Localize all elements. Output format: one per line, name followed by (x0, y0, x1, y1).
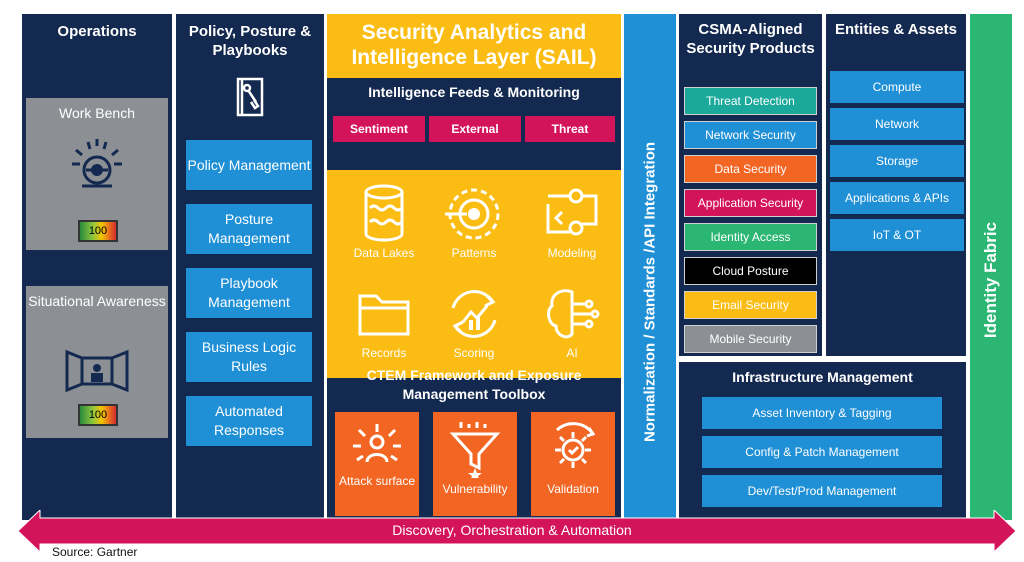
product-data-security[interactable]: Data Security (684, 155, 817, 183)
intelligence-feeds-title: Intelligence Feeds & Monitoring (368, 84, 580, 100)
source-caption: Source: Gartner (52, 545, 138, 559)
product-application-security[interactable]: Application Security (684, 189, 817, 217)
policy-title: Policy, Posture & Playbooks (188, 23, 312, 59)
entity-iot-ot[interactable]: IoT & OT (830, 219, 964, 251)
brain-circuit-icon (547, 289, 600, 339)
entities-column: Entities & Assets Compute Network Storag… (826, 14, 966, 356)
product-identity-access[interactable]: Identity Access (684, 223, 817, 251)
policy-column: Policy, Posture & Playbooks Policy Manag… (176, 14, 324, 520)
discovery-label: Discovery, Orchestration & Automation (392, 522, 632, 538)
posture-management-button[interactable]: Posture Management (186, 204, 312, 254)
product-network-security[interactable]: Network Security (684, 121, 817, 149)
workbench-icon (72, 139, 122, 188)
identity-fabric-column: Identity Fabric (970, 14, 1012, 520)
sail-title: Security Analytics and Intelligence Laye… (327, 14, 621, 78)
entity-network[interactable]: Network (830, 108, 964, 140)
core-patterns-label: Patterns (451, 246, 497, 260)
scoring-icon (451, 290, 497, 338)
situational-awareness-label: Situational Awareness (28, 293, 166, 309)
normalization-column: Normalization / Standards /API Integrati… (624, 14, 676, 520)
ctem-validation[interactable]: Validation (531, 412, 615, 516)
patterns-icon (445, 188, 500, 240)
product-email-security[interactable]: Email Security (684, 291, 817, 319)
ctem-attack-surface-label: Attack surface (338, 474, 416, 488)
entity-compute[interactable]: Compute (830, 71, 964, 103)
workbench-score-badge: 100 (78, 220, 118, 242)
modeling-icon (546, 188, 598, 236)
product-cloud-posture[interactable]: Cloud Posture (684, 257, 817, 285)
policy-management-button[interactable]: Policy Management (186, 140, 312, 190)
workbench-panel[interactable]: Work Bench 100 (26, 98, 168, 250)
situational-awareness-panel[interactable]: Situational Awareness 100 (26, 286, 168, 438)
core-records[interactable]: Records (339, 284, 429, 360)
ctem-title: CTEM Framework and Exposure Management T… (366, 367, 582, 402)
playbook-icon (236, 77, 264, 117)
csma-title: CSMA-Aligned Security Products (686, 21, 815, 57)
gear-check-icon (555, 422, 596, 468)
feed-sentiment[interactable]: Sentiment (333, 116, 425, 142)
entities-title: Entities & Assets (835, 21, 957, 38)
operations-title: Operations (57, 23, 137, 40)
dev-test-prod-button[interactable]: Dev/Test/Prod Management (702, 475, 942, 507)
core-ai[interactable]: AI (527, 284, 617, 360)
sail-core-panel: Data Lakes Patterns (327, 170, 621, 378)
feed-threat[interactable]: Threat (525, 116, 615, 142)
core-scoring[interactable]: Scoring (429, 284, 519, 360)
automated-responses-button[interactable]: Automated Responses (186, 396, 312, 446)
product-mobile-security[interactable]: Mobile Security (684, 325, 817, 353)
surveillance-room-icon (65, 349, 129, 393)
core-data-lakes-label: Data Lakes (353, 246, 415, 260)
workbench-label: Work Bench (59, 105, 135, 121)
folder-icon (358, 294, 410, 336)
core-modeling-label: Modeling (547, 246, 597, 260)
core-scoring-label: Scoring (453, 346, 495, 360)
entity-storage[interactable]: Storage (830, 145, 964, 177)
core-ai-label: AI (566, 346, 578, 360)
config-patch-button[interactable]: Config & Patch Management (702, 436, 942, 468)
situational-awareness-score-badge: 100 (78, 404, 118, 426)
identity-fabric-label: Identity Fabric (981, 221, 1000, 339)
ctem-vulnerability-label: Vulnerability (442, 482, 508, 496)
funnel-icon (449, 422, 501, 478)
discovery-double-arrow (18, 510, 1016, 552)
infrastructure-column: Infrastructure Management Asset Inventor… (679, 362, 966, 520)
asset-inventory-button[interactable]: Asset Inventory & Tagging (702, 397, 942, 429)
ctem-attack-surface[interactable]: Attack surface (335, 412, 419, 516)
playbook-management-button[interactable]: Playbook Management (186, 268, 312, 318)
ctem-vulnerability[interactable]: Vulnerability (433, 412, 517, 516)
attack-surface-icon (353, 424, 401, 463)
normalization-label: Normalization / Standards /API Integrati… (641, 141, 659, 443)
ctem-validation-label: Validation (547, 482, 599, 496)
business-logic-rules-button[interactable]: Business Logic Rules (186, 332, 312, 382)
product-threat-detection[interactable]: Threat Detection (684, 87, 817, 115)
core-records-label: Records (361, 346, 407, 360)
feed-external[interactable]: External (429, 116, 521, 142)
core-modeling[interactable]: Modeling (527, 184, 617, 260)
csma-column: CSMA-Aligned Security Products Threat De… (679, 14, 822, 356)
core-patterns[interactable]: Patterns (429, 184, 519, 260)
entity-applications-apis[interactable]: Applications & APIs (830, 182, 964, 214)
database-icon (364, 184, 404, 242)
sail-column: Security Analytics and Intelligence Laye… (327, 14, 621, 520)
infrastructure-title: Infrastructure Management (732, 369, 913, 385)
operations-column: Operations Work Bench 100 Situational Aw… (22, 14, 172, 520)
core-data-lakes[interactable]: Data Lakes (339, 184, 429, 260)
